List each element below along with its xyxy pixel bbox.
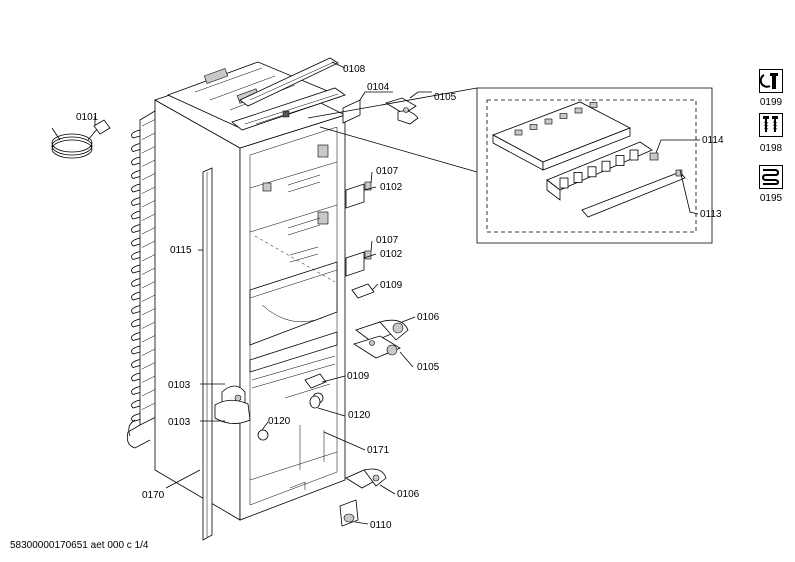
switch-knob bbox=[601, 160, 611, 172]
screws-icon[interactable] bbox=[759, 113, 783, 137]
coil-loop bbox=[131, 399, 141, 409]
control-panel-inset bbox=[307, 87, 713, 244]
power-cord bbox=[51, 119, 111, 159]
label-0109-top: 0109 bbox=[380, 280, 403, 291]
label-0106-bottom: 0106 bbox=[397, 489, 420, 500]
top-hinge-parts bbox=[342, 97, 419, 125]
vertical-strip bbox=[202, 167, 213, 541]
coil-loop bbox=[131, 332, 141, 341]
label-0107-top: 0107 bbox=[376, 166, 399, 177]
coil-loop bbox=[131, 372, 141, 382]
label-0102-top: 0102 bbox=[380, 182, 403, 193]
board-chip bbox=[529, 124, 538, 130]
label-0101: 0101 bbox=[76, 112, 99, 123]
coil-loop bbox=[131, 197, 141, 206]
label-0120-right: 0120 bbox=[348, 410, 371, 421]
leader-lines bbox=[94, 61, 700, 525]
coil-icon[interactable] bbox=[759, 165, 783, 189]
coil-loop bbox=[131, 210, 141, 220]
coil-loop bbox=[131, 413, 141, 422]
label-0120-left: 0120 bbox=[268, 416, 291, 427]
coil-loop bbox=[131, 345, 141, 355]
coil-loop bbox=[131, 386, 141, 395]
label-0115: 0115 bbox=[170, 245, 192, 256]
coil-loop bbox=[131, 156, 141, 166]
coil-loop bbox=[131, 237, 141, 247]
label-0114: 0114 bbox=[702, 135, 724, 146]
label-0108: 0108 bbox=[343, 64, 366, 75]
label-0102-bottom: 0102 bbox=[380, 249, 403, 260]
service-caption-0195: 0195 bbox=[759, 193, 783, 204]
switch-knob bbox=[559, 177, 569, 189]
board-chip bbox=[589, 102, 598, 108]
lower-left-hinge bbox=[214, 385, 251, 424]
coil-loop bbox=[131, 359, 141, 368]
label-0103-top: 0103 bbox=[168, 380, 191, 391]
label-0106-top: 0106 bbox=[417, 312, 440, 323]
document-footer: 58300000170651 aet 000 c 1/4 bbox=[10, 540, 149, 551]
label-0105-bottom: 0105 bbox=[417, 362, 440, 373]
label-0104: 0104 bbox=[367, 82, 390, 93]
label-0107-bottom: 0107 bbox=[376, 235, 399, 246]
label-0110: 0110 bbox=[370, 520, 392, 531]
switch-knob bbox=[615, 155, 625, 167]
coil-loop bbox=[131, 251, 141, 260]
board-chip bbox=[559, 113, 568, 119]
coil-loop bbox=[131, 305, 141, 314]
label-0171: 0171 bbox=[367, 445, 390, 456]
label-0113: 0113 bbox=[700, 209, 722, 220]
part-labels: 0108 0104 0105 0101 0107 0102 0107 0102 … bbox=[76, 64, 724, 531]
coil-loop bbox=[131, 170, 141, 179]
cabinet-body bbox=[154, 57, 347, 521]
coil-loop bbox=[131, 278, 141, 287]
coil-loop bbox=[131, 143, 141, 152]
coil-loop bbox=[131, 183, 141, 193]
label-0170: 0170 bbox=[142, 490, 165, 501]
board-chip bbox=[574, 107, 583, 114]
service-caption-0198: 0198 bbox=[759, 143, 783, 154]
coil-loop bbox=[131, 129, 141, 139]
right-side-parts bbox=[304, 181, 409, 527]
coil-loop bbox=[131, 318, 141, 328]
switch-knob bbox=[629, 149, 639, 161]
board-chip bbox=[514, 129, 523, 136]
coil-loop bbox=[131, 224, 141, 233]
label-0105-top: 0105 bbox=[434, 92, 457, 103]
board-chip bbox=[544, 118, 553, 125]
coil-loop bbox=[131, 291, 141, 301]
wrench-icon[interactable] bbox=[759, 69, 783, 93]
switch-knob bbox=[587, 166, 597, 178]
label-0109-bottom: 0109 bbox=[347, 371, 370, 382]
switch-knob bbox=[573, 171, 583, 183]
coil-loop bbox=[131, 264, 141, 274]
label-0103-bottom: 0103 bbox=[168, 417, 191, 428]
service-caption-0199: 0199 bbox=[759, 97, 783, 108]
